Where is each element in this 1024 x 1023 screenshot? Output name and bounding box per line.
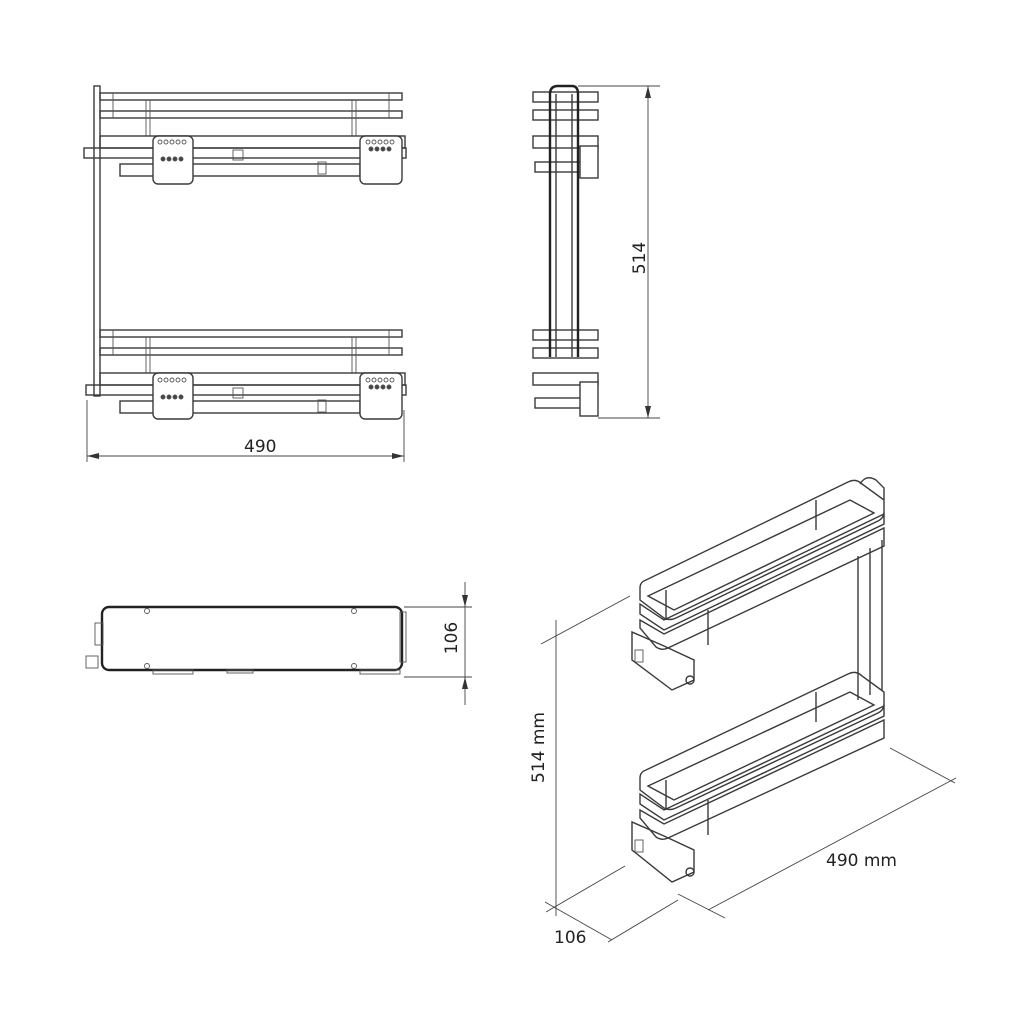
iso-length-label: 490 mm [826, 851, 897, 871]
front-width-dimension [86, 400, 405, 462]
front-upper-shelf [83, 92, 407, 185]
top-depth-label: 106 [442, 621, 462, 655]
iso-depth-label: 106 [554, 928, 587, 948]
iso-height-label: 514 mm [529, 712, 549, 783]
front-lower-shelf [85, 329, 407, 420]
front-width-label: 490 [244, 437, 277, 457]
side-height-label: 514 [630, 241, 650, 275]
